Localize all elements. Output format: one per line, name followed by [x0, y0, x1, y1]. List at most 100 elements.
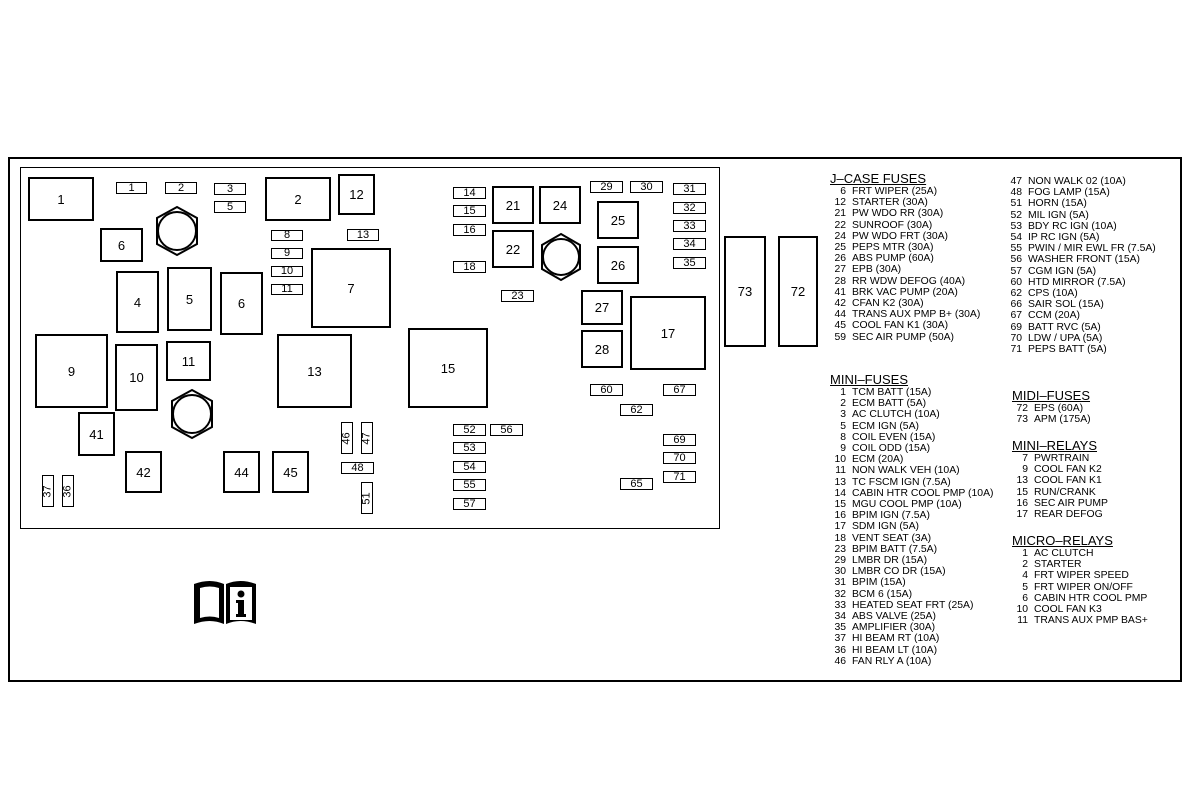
component-62: 62	[620, 404, 653, 416]
component-label: 17	[660, 325, 676, 341]
component-31: 31	[673, 183, 706, 195]
legend-item-number: 2	[840, 398, 846, 410]
legend-item-label: FOG LAMP (15A)	[1028, 187, 1110, 199]
legend-item-number: 25	[834, 242, 846, 254]
component-label: 67	[673, 383, 686, 396]
legend-item-number: 1	[1022, 548, 1028, 559]
legend-item-label: PW WDO FRT (30A)	[852, 230, 949, 242]
mounting-stud-icon	[156, 205, 198, 257]
component-6: 6	[220, 272, 263, 335]
legend-item-label: HTD MIRROR (7.5A)	[1028, 276, 1126, 288]
component-label: 71	[673, 470, 686, 483]
legend-heading-mini-relays: MINI–RELAYS	[1012, 438, 1098, 453]
legend-item-number: 66	[1010, 299, 1022, 311]
legend-item-number: 57	[1010, 265, 1022, 277]
legend-item-number: 13	[834, 476, 846, 488]
component-1: 1	[28, 177, 94, 221]
component-label: 48	[351, 461, 364, 474]
legend-item-label: BCM 6 (15A)	[852, 588, 913, 600]
legend-item-label: AMPLIFIER (30A)	[852, 622, 936, 634]
legend-item-number: 10	[1016, 604, 1028, 616]
legend-item-label: CFAN K2 (30A)	[852, 298, 924, 310]
legend-item-label: PW WDO RR (30A)	[852, 208, 944, 220]
component-16: 16	[453, 224, 486, 236]
component-label: 21	[505, 197, 521, 213]
component-label: 34	[683, 237, 696, 250]
component-21: 21	[492, 186, 534, 224]
component-32: 32	[673, 202, 706, 214]
component-label: 53	[463, 441, 476, 454]
legend-item-number: 15	[834, 499, 846, 511]
legend-item-label: PEPS BATT (5A)	[1028, 344, 1107, 356]
component-label: 13	[307, 363, 322, 379]
legend-item: 60 HTD MIRROR (7.5A)	[982, 277, 1156, 288]
legend-item-label: LDW / UPA (5A)	[1028, 332, 1103, 344]
legend-item-label: RUN/CRANK	[1034, 486, 1096, 498]
legend-item-number: 45	[834, 320, 846, 332]
component-5: 5	[167, 267, 212, 331]
component-6: 6	[100, 228, 143, 262]
legend-item-label: CABIN HTR COOL PMP (10A)	[852, 487, 994, 499]
component-9: 9	[271, 248, 303, 259]
legend-item-number: 11	[1017, 615, 1028, 627]
component-label: 60	[600, 383, 613, 396]
legend-item-number: 48	[1010, 187, 1022, 199]
component-label: 27	[594, 300, 610, 315]
legend-item-label: SEC AIR PUMP	[1034, 497, 1108, 509]
component-35: 35	[673, 257, 706, 269]
legend-item-number: 54	[1010, 232, 1022, 244]
component-label: 4	[133, 294, 142, 310]
component-label: 18	[463, 260, 476, 273]
component-label: 35	[683, 256, 696, 269]
legend-item-label: EPS (60A)	[1034, 403, 1084, 414]
legend-item: 35 AMPLIFIER (30A)	[802, 622, 993, 633]
legend-item-number: 6	[840, 186, 846, 197]
component-label: 70	[673, 451, 686, 464]
component-label: 6	[117, 237, 126, 253]
component-label: 7	[347, 280, 355, 296]
component-28: 28	[581, 330, 623, 368]
legend-item-label: COIL EVEN (15A)	[852, 431, 936, 443]
legend-item-number: 34	[834, 611, 846, 623]
legend-item-label: PEPS MTR (30A)	[852, 242, 934, 254]
legend-item: 25 PEPS MTR (30A)	[802, 242, 980, 253]
legend-item-number: 14	[834, 487, 846, 499]
legend-item-label: CABIN HTR COOL PMP	[1034, 592, 1148, 604]
legend-item-number: 59	[834, 331, 846, 343]
legend-item-label: TRANS AUX PMP B+ (30A)	[852, 309, 981, 321]
component-label: 6	[237, 296, 246, 311]
legend-item-number: 10	[834, 454, 846, 466]
component-label: 8	[283, 229, 291, 241]
legend-item-label: COOL FAN K3	[1034, 604, 1102, 616]
component-51: 51	[361, 482, 373, 514]
legend-item-number: 35	[834, 622, 846, 634]
legend-item-number: 60	[1010, 276, 1022, 288]
legend-item-label: VENT SEAT (3A)	[852, 532, 932, 544]
legend-item-number: 56	[1010, 254, 1022, 266]
legend-item-label: ECM BATT (5A)	[852, 398, 927, 410]
component-4: 4	[116, 271, 159, 333]
legend-item-number: 18	[834, 532, 846, 544]
component-11: 11	[271, 284, 303, 295]
legend-item-label: HI BEAM RT (10A)	[852, 633, 940, 645]
legend-item-number: 26	[834, 253, 846, 265]
component-17: 17	[630, 296, 706, 370]
legend-item-label: FAN RLY A (10A)	[852, 655, 932, 667]
legend-item-number: 9	[1022, 464, 1028, 476]
legend-item: 14 CABIN HTR COOL PMP (10A)	[802, 488, 993, 499]
component-67: 67	[663, 384, 696, 396]
